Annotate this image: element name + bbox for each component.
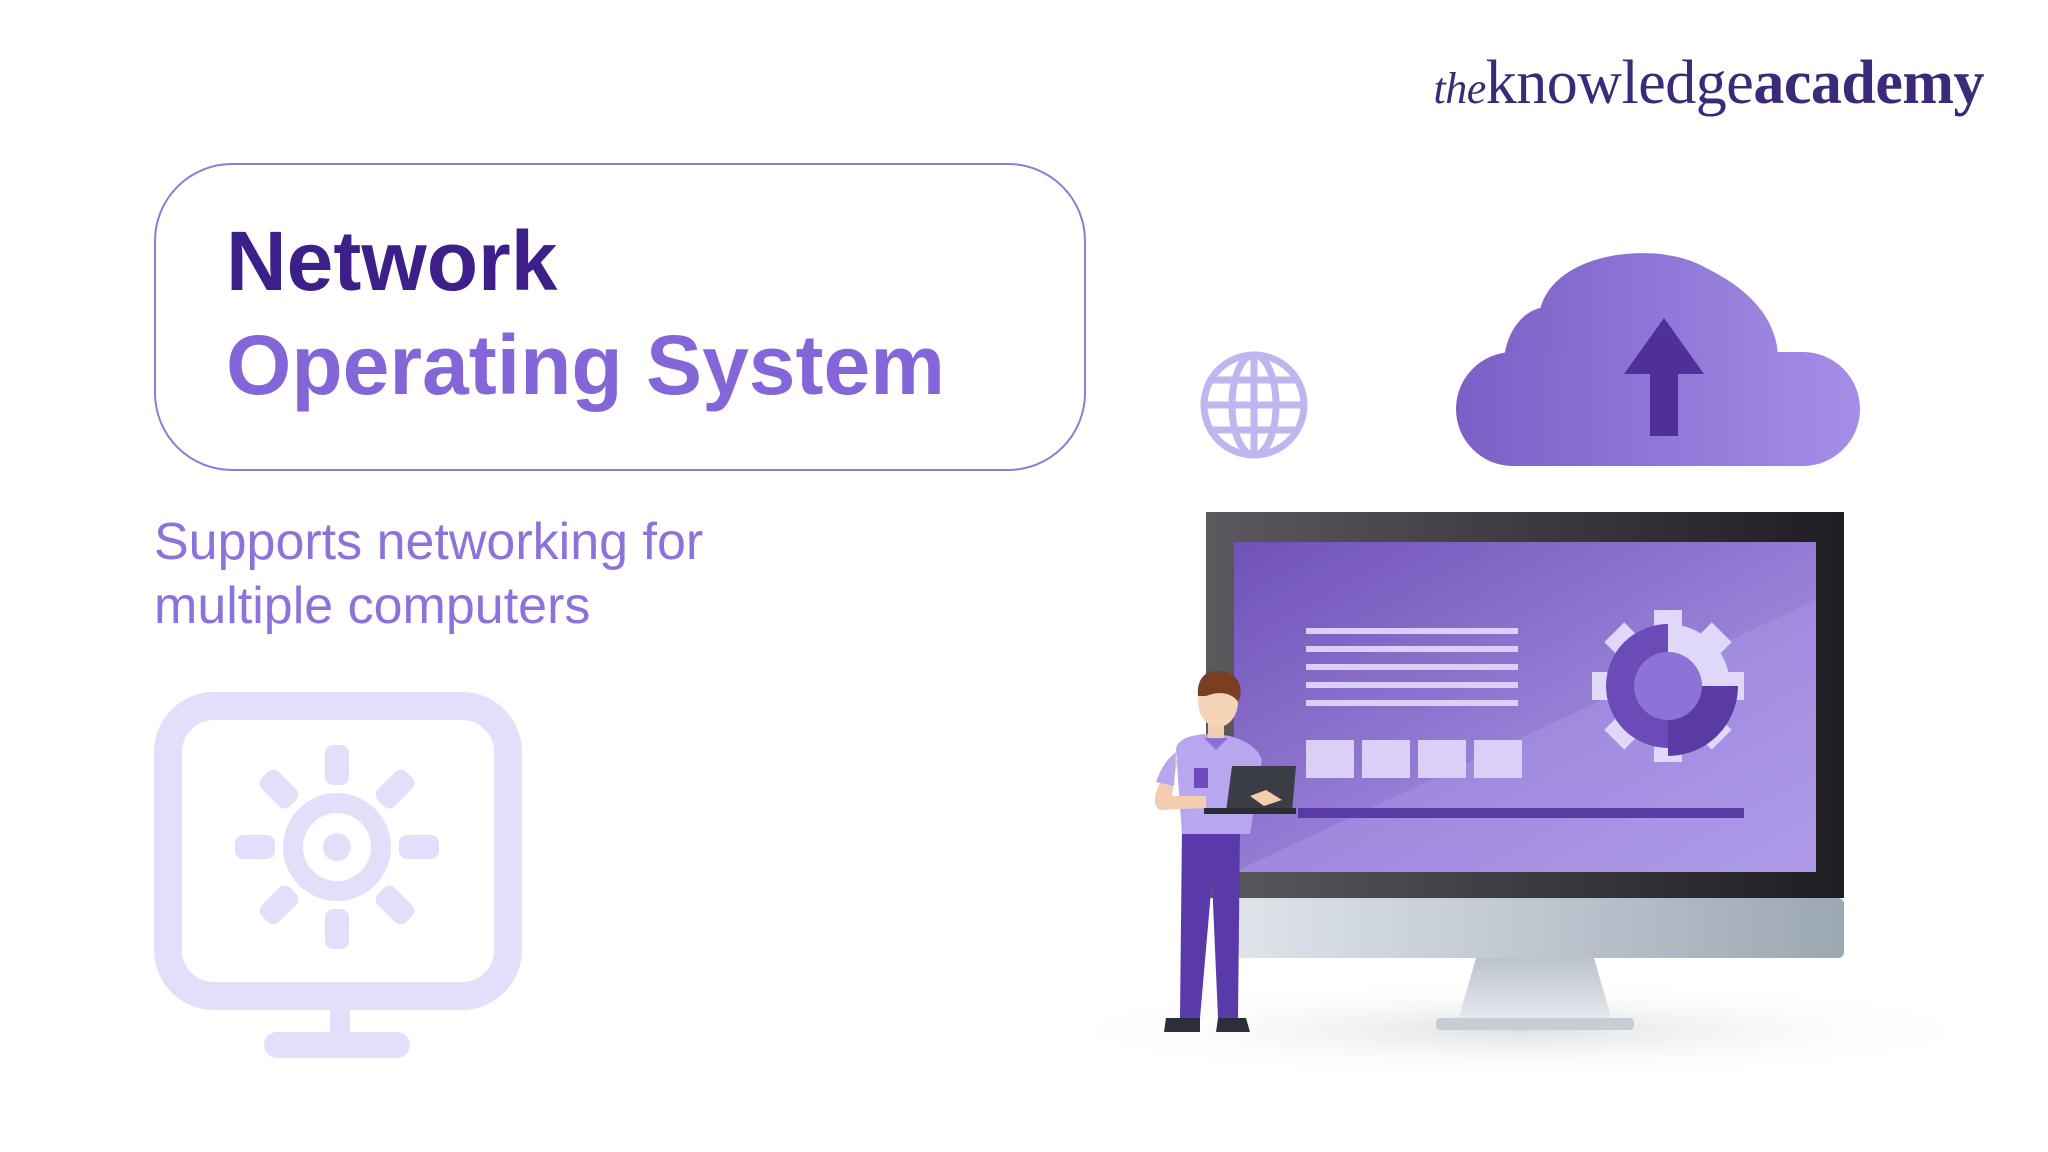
monitor-base xyxy=(1436,1018,1634,1030)
page-title-line2: Operating System xyxy=(226,318,945,412)
screen-progress-bar xyxy=(1298,808,1744,818)
globe-icon xyxy=(1200,351,1308,459)
title-card: Network Operating System xyxy=(154,163,1086,471)
logo-academy-text: academy xyxy=(1753,49,1984,117)
gears-icon xyxy=(1592,610,1744,762)
screen-blocks xyxy=(1306,740,1522,778)
brand-logo: theknowledgeacademy xyxy=(1433,48,1985,119)
person-with-laptop xyxy=(1154,670,1296,1032)
description-line2: multiple computers xyxy=(154,577,591,635)
page-title-line1: Network xyxy=(226,214,558,308)
monitor xyxy=(1206,512,1844,1030)
description-line1: Supports networking for xyxy=(154,513,704,571)
description: Supports networking for multiple compute… xyxy=(154,510,914,638)
screen-text-lines xyxy=(1306,628,1518,706)
logo-the-text: the xyxy=(1433,64,1487,113)
cloud-upload-icon xyxy=(1456,253,1860,466)
monitor-gear-icon xyxy=(154,692,522,1058)
logo-knowledge-text: knowledge xyxy=(1485,49,1754,117)
monitor-stand xyxy=(1458,958,1612,1020)
